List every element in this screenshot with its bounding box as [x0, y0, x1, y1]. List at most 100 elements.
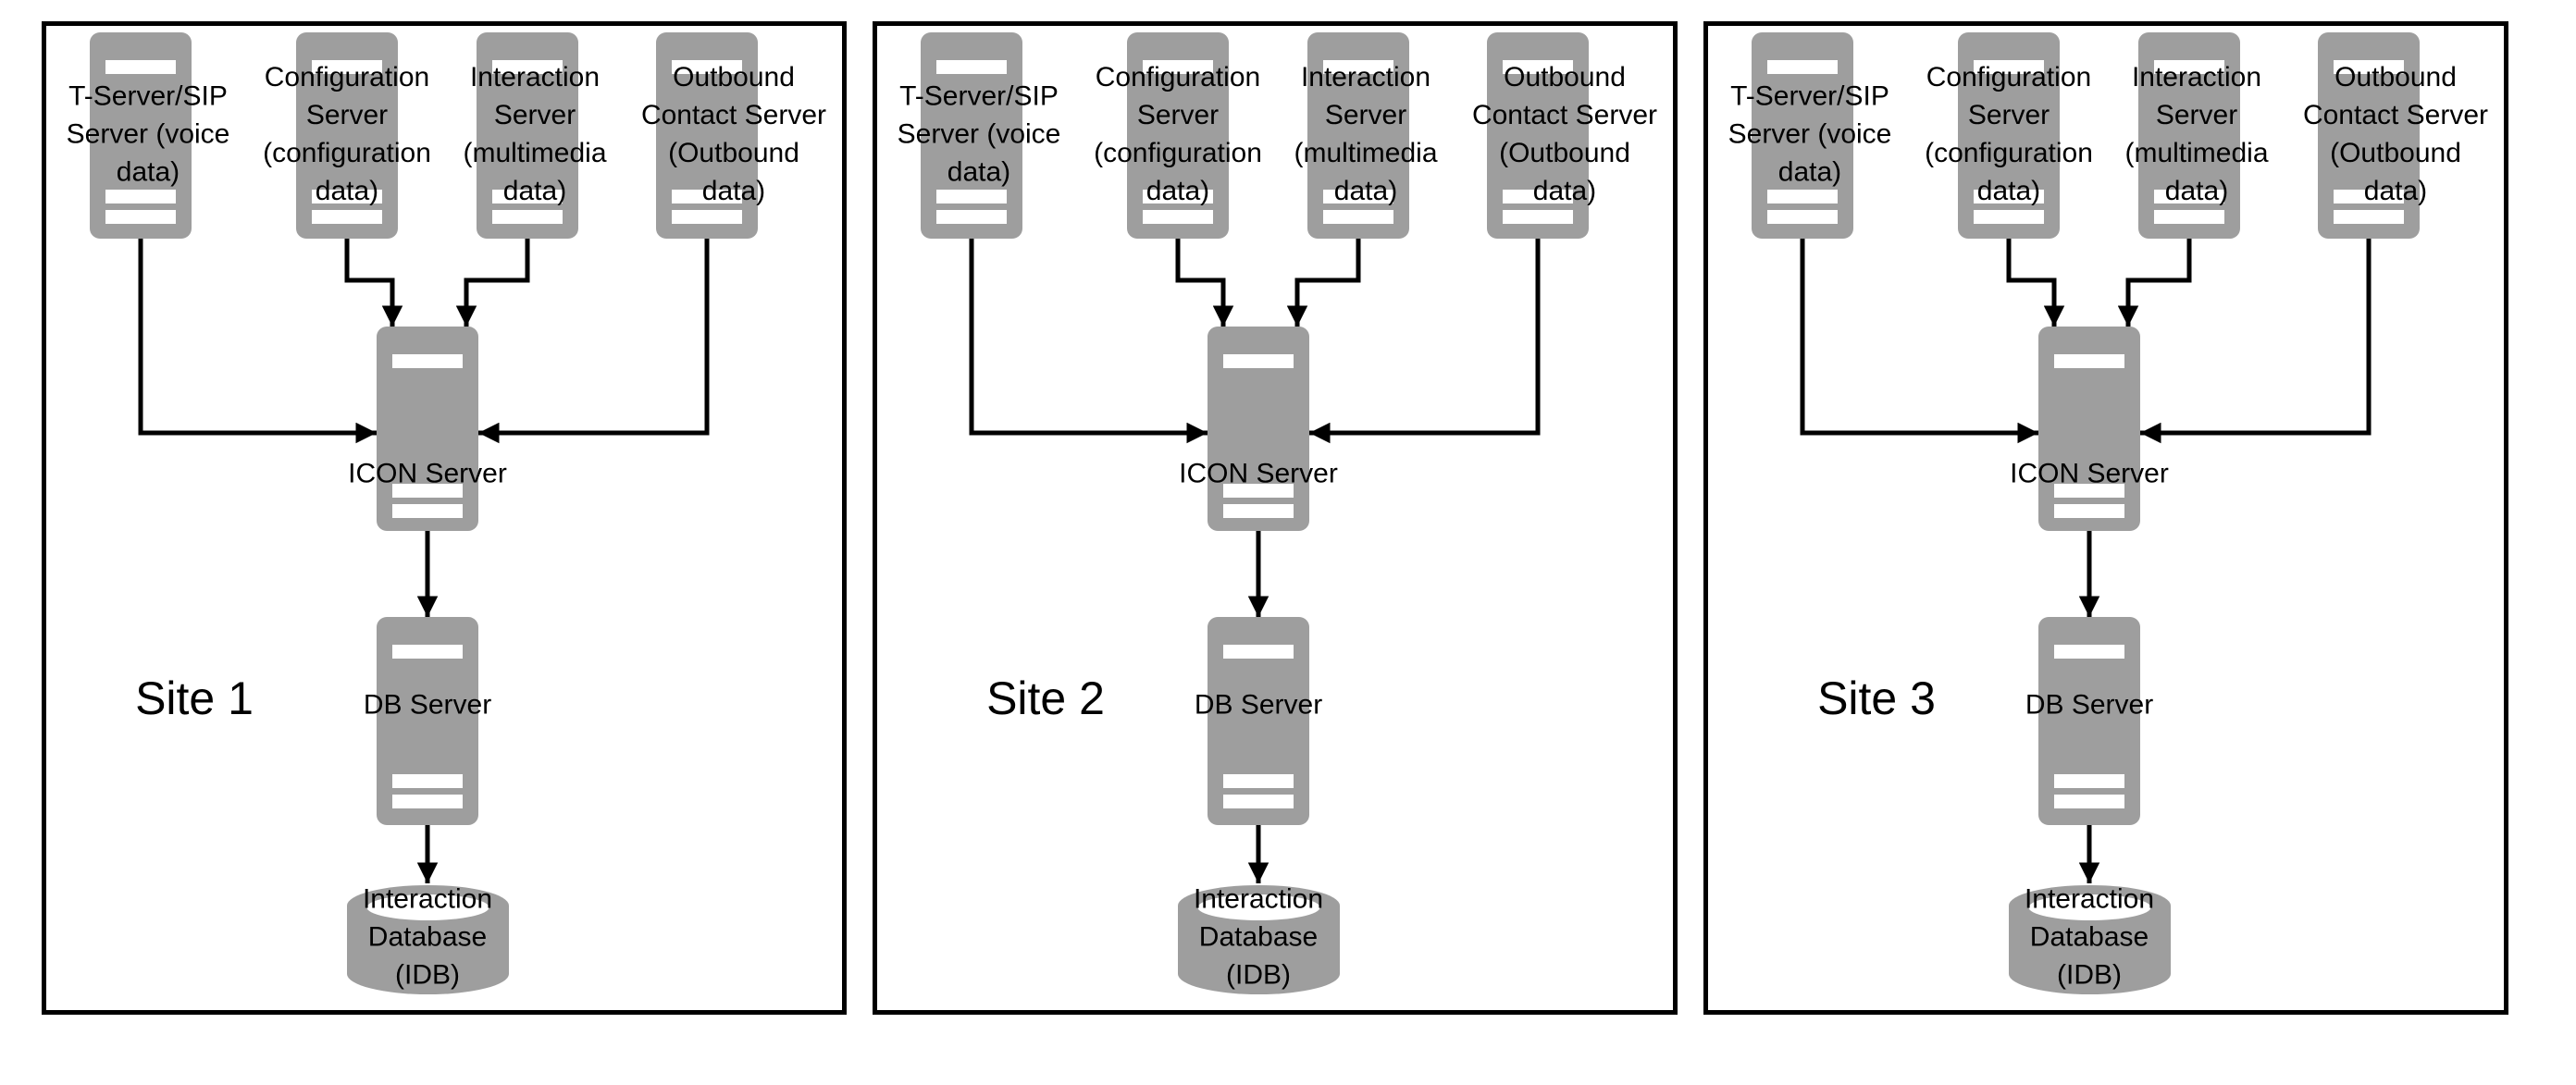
icon-server-node-icon [1208, 327, 1309, 531]
server-slot [2334, 60, 2404, 74]
server-slot [392, 645, 463, 659]
outbound-contact-server-node-icon [1487, 32, 1589, 239]
server-slot [392, 484, 463, 498]
tserver-label: T-Server/SIP Server (voice data) [1728, 80, 1892, 188]
server-slot [105, 60, 176, 74]
interaction-server-label: Interaction Server (multimedia data) [2124, 62, 2269, 206]
database-cylinder-icon [347, 885, 509, 994]
outbound-contact-server-node-icon [2318, 32, 2420, 239]
server-slot [1143, 210, 1213, 224]
server-slot [1767, 60, 1838, 74]
database-label: Interaction Database (IDB) [362, 883, 493, 991]
configuration-server-label: Configuration Server (configuration data… [1094, 62, 1262, 206]
site-title: Site 3 [1817, 672, 1936, 724]
connector-arrows [138, 239, 710, 883]
configuration-server-node-icon [296, 32, 398, 239]
server-slot [105, 190, 176, 203]
server-slot [392, 774, 463, 788]
icon-server-label: ICON Server [2010, 458, 2169, 489]
arrow-configuration-to-icon [344, 239, 403, 327]
outbound-contact-server-label: Outbound Contact Server (Outbound data) [1471, 62, 1658, 206]
server-slot [2334, 190, 2404, 203]
server-slot [1503, 190, 1573, 203]
server-slot [312, 210, 382, 224]
server-slot [1974, 210, 2044, 224]
server-slot [1143, 60, 1213, 74]
outbound-contact-server-label: Outbound Contact Server (Outbound data) [2302, 62, 2489, 206]
icon-server-label: ICON Server [1179, 458, 1338, 489]
server-slot [1223, 504, 1294, 518]
interaction-server-node-icon [477, 32, 578, 239]
server-slot [1223, 795, 1294, 808]
arrow-interaction-to-icon [1286, 239, 1361, 327]
cylinder-top-highlight [366, 894, 489, 920]
db-server-node-icon [2038, 617, 2140, 825]
site-panel-2: T-Server/SIP Server (voice data) Configu… [873, 21, 1678, 1015]
server-slot [392, 504, 463, 518]
cylinder-top-highlight [2028, 894, 2151, 920]
tserver-label: T-Server/SIP Server (voice data) [897, 80, 1061, 188]
server-slot [2334, 210, 2404, 224]
db-server-node-icon [377, 617, 478, 825]
server-slot [312, 60, 382, 74]
server-slot [1323, 210, 1393, 224]
tserver-node-icon [921, 32, 1022, 239]
database-cylinder-icon [2009, 885, 2171, 994]
arrow-configuration-to-icon [2006, 239, 2065, 327]
arrow-configuration-to-icon [1175, 239, 1234, 327]
tserver-node-icon [90, 32, 192, 239]
server-slot [1767, 210, 1838, 224]
server-slot [2154, 60, 2224, 74]
configuration-server-node-icon [1127, 32, 1229, 239]
server-slot [492, 210, 563, 224]
server-slot [2054, 795, 2124, 808]
server-slot [1223, 354, 1294, 368]
connector-arrows [1800, 239, 2372, 883]
db-server-node-icon [1208, 617, 1309, 825]
server-slot [2054, 645, 2124, 659]
server-slot [392, 795, 463, 808]
server-slot [672, 210, 742, 224]
site-title: Site 1 [135, 672, 254, 724]
arrow-outbound-to-icon [478, 239, 710, 444]
arrow-interaction-to-icon [2117, 239, 2192, 327]
interaction-server-node-icon [1307, 32, 1409, 239]
server-slot [2154, 190, 2224, 203]
icon-server-node-icon [377, 327, 478, 531]
server-slot [936, 190, 1007, 203]
configuration-server-label: Configuration Server (configuration data… [263, 62, 431, 206]
server-slot [936, 60, 1007, 74]
arrow-interaction-to-icon [455, 239, 530, 327]
server-slot [2054, 484, 2124, 498]
site-title: Site 2 [986, 672, 1105, 724]
configuration-server-label: Configuration Server (configuration data… [1925, 62, 2093, 206]
server-slot [1767, 190, 1838, 203]
database-label: Interaction Database (IDB) [2024, 883, 2155, 991]
server-slot [312, 190, 382, 203]
server-slot [1223, 484, 1294, 498]
database-label: Interaction Database (IDB) [1193, 883, 1324, 991]
server-slot [492, 190, 563, 203]
icon-server-label: ICON Server [348, 458, 507, 489]
server-slot [105, 210, 176, 224]
server-slot [672, 190, 742, 203]
site-panel-3: T-Server/SIP Server (voice data) Configu… [1703, 21, 2508, 1015]
server-slot [1974, 60, 2044, 74]
server-slot [1223, 645, 1294, 659]
arrow-tserver-to-icon [138, 239, 377, 444]
server-slot [1503, 210, 1573, 224]
server-slot [936, 210, 1007, 224]
server-slot [672, 60, 742, 74]
arrow-outbound-to-icon [2140, 239, 2372, 444]
server-slot [392, 354, 463, 368]
arrow-tserver-to-icon [969, 239, 1208, 444]
interaction-server-label: Interaction Server (multimedia data) [1294, 62, 1438, 206]
server-slot [2054, 354, 2124, 368]
arrow-outbound-to-icon [1309, 239, 1541, 444]
interaction-server-label: Interaction Server (multimedia data) [463, 62, 607, 206]
icon-server-node-icon [2038, 327, 2140, 531]
server-slot [1503, 60, 1573, 74]
db-server-label: DB Server [1194, 689, 1323, 721]
outbound-contact-server-label: Outbound Contact Server (Outbound data) [640, 62, 827, 206]
